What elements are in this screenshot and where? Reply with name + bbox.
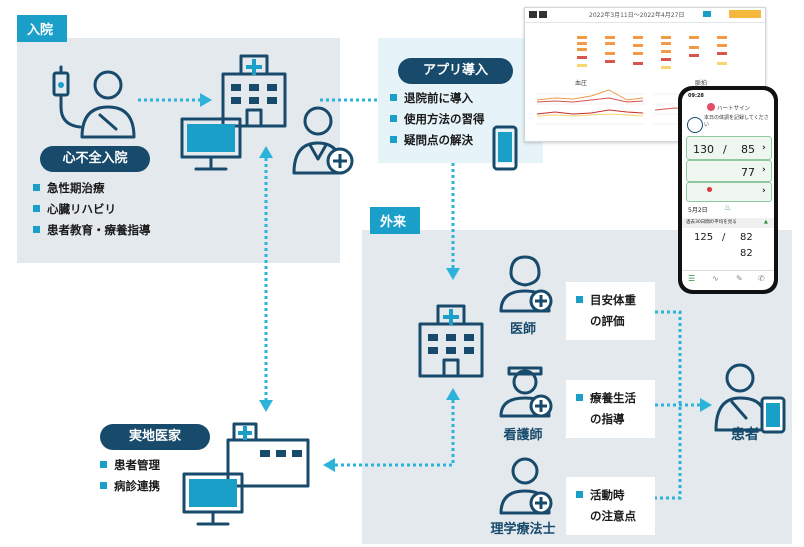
phone-avg-label: 過去30日間の平均を見る [686,220,737,225]
menu-icon[interactable]: ☰ [688,274,696,283]
bullet-icon [576,296,583,303]
phone-weight-card[interactable]: › [686,182,772,202]
role-box-nurse: 療養生活 の指導 [566,380,655,438]
dashboard-grid [577,36,727,69]
chevron-right-icon: › [762,165,766,175]
app-intro-item: 疑問点の解決 [390,130,485,151]
chart-left-title: 血圧 [575,80,588,87]
phone-bp-sep: / [723,143,727,156]
triangle-up-icon: ▲ [764,219,768,225]
nurse-icon [499,366,553,418]
role-label-therapist: 理学療法士 [490,522,556,537]
role-label-nurse: 看護師 [503,428,543,443]
phone-bp-dia: 85 [741,143,755,156]
role-box-line: 目安体重 [576,290,645,311]
dashboard-toolbar: 2022年3月11日〜2022年4月27日 [525,8,765,23]
pill-icon[interactable]: ✎ [736,274,743,283]
role-box-line: 療養生活 [576,388,645,409]
monitor-icon-clinic [182,472,244,526]
phone-call-icon[interactable]: ✆ [758,274,765,283]
phone-app-name: ハートサイン [717,106,751,112]
patient-label: 患者 [731,427,759,443]
monitor-icon-admission [180,117,242,171]
hospital-icon-outpatient [418,304,484,378]
patient-with-phone-icon [714,363,786,434]
app-intro-item: 使用方法の習得 [390,109,485,130]
admission-pill: 心不全入院 [40,146,150,172]
clinic-pill: 実地医家 [100,424,210,450]
app-logo-icon [707,103,715,111]
chart-right-title: 脈拍 [695,80,708,87]
clinic-item: 病診連携 [100,476,160,497]
app-intro-items: 退院前に導入 使用方法の習得 疑問点の解決 [390,88,485,151]
clinic-item: 患者管理 [100,455,160,476]
role-box-line: の指導 [576,409,645,430]
phone-avg-sep: / [722,232,726,243]
role-box-text: の評価 [590,314,625,328]
doctor-icon-outpatient [499,255,553,313]
clinic-building-icon [226,422,310,488]
phone-screenshot: 09:28 ハートサイン 本日の体調を記録してください 130 / 85 › 7… [678,86,778,294]
smartphone-icon-app [492,125,518,171]
doctor-icon-admission [292,106,354,175]
phone-tabbar: ☰ ∿ ✎ ✆ [682,270,774,290]
phone-avg-pulse: 82 [740,248,753,259]
role-box-text: の注意点 [590,509,636,523]
phone-avg-bar[interactable]: 過去30日間の平均を見る ▲ [682,218,774,228]
phone-prompt: 本日の体調を記録してください [704,115,769,128]
clinic-items: 患者管理 病診連携 [100,455,160,497]
role-box-line: の評価 [576,311,645,332]
bullet-icon [576,491,583,498]
outpatient-tag: 外来 [370,207,420,234]
phone-avg-dia: 82 [740,232,753,243]
chart-icon[interactable]: ∿ [712,274,719,283]
admission-items: 急性期治療 心臓リハビリ 患者教育・療養指導 [33,178,151,241]
therapist-icon [499,457,553,515]
phone-pulse: 77 [741,166,755,179]
phone-pulse-card[interactable]: 77 › [686,160,772,182]
admission-tag: 入院 [17,15,67,42]
role-box-line: 活動時 [576,485,645,506]
role-box-doctor: 目安体重 の評価 [566,282,655,340]
phone-time: 09:28 [688,93,704,99]
role-box-text: の指導 [590,412,625,426]
hospital-icon-admission [221,54,287,128]
iv-patient-icon [52,65,136,139]
app-intro-pill: アプリ導入 [398,58,513,84]
role-label-doctor: 医師 [509,322,536,337]
chevron-right-icon: › [762,143,766,153]
alert-dot-icon [707,187,712,192]
avatar-icon [687,117,703,133]
role-box-text: 活動時 [590,488,625,502]
role-box-text: 目安体重 [590,293,636,307]
admission-item: 心臓リハビリ [33,199,151,220]
dashboard-range: 2022年3月11日〜2022年4月27日 [589,12,685,19]
phone-date: 5月2日 [688,207,708,214]
admission-item: 急性期治療 [33,178,151,199]
bullet-icon [576,394,583,401]
chevron-right-icon: › [762,186,766,196]
phone-bp-sys: 130 [693,143,714,156]
phone-avg-sys: 125 [694,232,714,243]
role-box-therapist: 活動時 の注意点 [566,477,655,535]
app-intro-item: 退院前に導入 [390,88,485,109]
role-box-text: 療養生活 [590,391,636,405]
admission-item: 患者教育・療養指導 [33,220,151,241]
phone-bp-card[interactable]: 130 / 85 › [686,136,772,160]
role-box-line: の注意点 [576,506,645,527]
activity-icon: ♨ [724,203,732,212]
